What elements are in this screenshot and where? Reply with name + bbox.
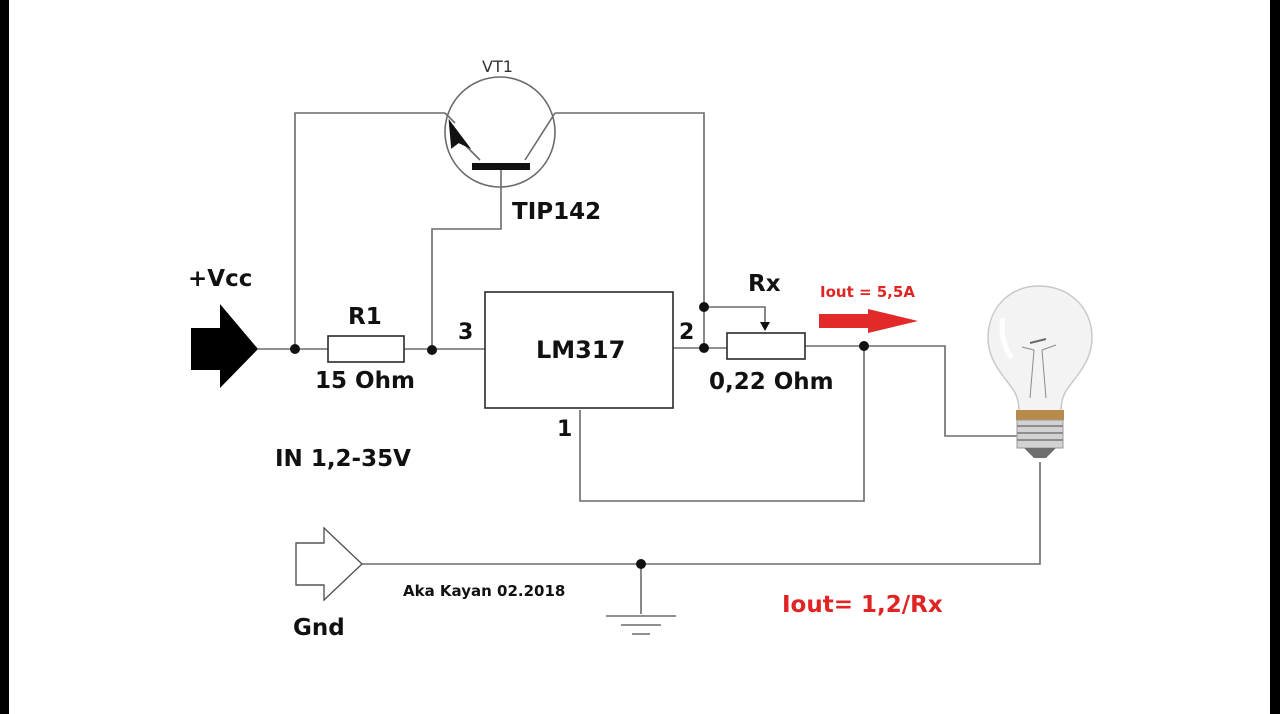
tip142-label: TIP142 xyxy=(512,199,602,225)
wire-rx-to-lamp xyxy=(805,345,1018,437)
vt1-label: VT1 xyxy=(482,57,513,76)
transistor-vt1-symbol xyxy=(444,76,556,188)
rx-label: Rx xyxy=(748,271,781,297)
lm317-label: LM317 xyxy=(536,336,626,364)
vcc-label: +Vcc xyxy=(188,266,253,292)
pin1-label: 1 xyxy=(557,417,573,442)
wire-lamp-to-gnd xyxy=(362,462,1041,565)
rx-value-label: 0,22 Ohm xyxy=(709,369,834,395)
wire-adj xyxy=(579,346,865,502)
vcc-input-arrow xyxy=(191,304,258,388)
light-bulb-icon xyxy=(987,285,1093,458)
resistor-r1-symbol xyxy=(327,335,405,363)
r1-value-label: 15 Ohm xyxy=(315,368,415,394)
wire-rx-wiper xyxy=(704,306,766,328)
wire-vcc-to-transistor xyxy=(294,112,445,349)
current-arrow xyxy=(819,309,918,333)
junction-dots xyxy=(290,302,869,569)
pin3-label: 3 xyxy=(458,320,474,345)
pin2-label: 2 xyxy=(679,320,695,345)
lm317-block xyxy=(484,291,674,409)
gnd-label: Gnd xyxy=(293,615,345,641)
potentiometer-rx-symbol xyxy=(726,322,806,360)
input-range-label: IN 1,2-35V xyxy=(275,446,411,472)
gnd-arrow xyxy=(295,526,364,602)
wire-transistor-collector xyxy=(555,112,705,307)
author-label: Aka Kayan 02.2018 xyxy=(403,582,566,600)
iout-formula-label: Iout= 1,2/Rx xyxy=(782,592,943,618)
wire-base xyxy=(431,168,502,349)
r1-label: R1 xyxy=(348,304,382,330)
ground-symbol xyxy=(606,615,676,635)
iout-arrow-label: Iout = 5,5A xyxy=(820,283,915,301)
